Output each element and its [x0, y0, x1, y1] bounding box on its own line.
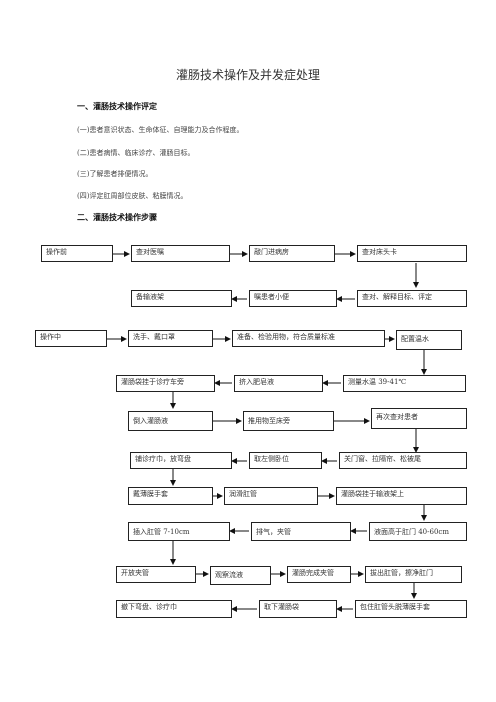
step-observe: 观察流液 — [210, 566, 271, 585]
step-prepare-items: 准备、检验用物，符合质量标准 — [232, 330, 385, 347]
step-knock-enter: 敲门进病房 — [249, 245, 335, 262]
assessment-item-4: (四)评定肛周部位皮肤、粘膜情况。 — [77, 192, 188, 200]
step-during-operation: 操作中 — [35, 330, 107, 347]
step-add-soap: 挤入肥皂液 — [234, 375, 323, 392]
step-close-window: 关门窗、拉隔帘、松被尾 — [339, 452, 467, 469]
step-wash-mask: 洗手、戴口罩 — [128, 330, 213, 347]
step-open-clamp: 开放夹管 — [116, 566, 196, 583]
step-pour-enema: 倒入灌肠液 — [128, 411, 213, 431]
section-heading-assessment: 一、灌肠技术操作评定 — [77, 101, 157, 111]
step-recheck: 再次查对患者 — [371, 408, 467, 429]
step-push-cart: 推用物至床旁 — [243, 411, 334, 431]
step-hang-bag: 灌肠袋挂于诊疗车旁 — [116, 375, 215, 392]
section-heading-steps: 二、灌肠技术操作步骤 — [77, 212, 157, 222]
step-left-position: 取左侧卧位 — [249, 452, 322, 469]
assessment-item-1: (一)患者意识状态、生命体征、自理能力及合作程度。 — [77, 126, 244, 134]
step-lubricate: 润滑肛管 — [224, 487, 318, 505]
page-title: 灌肠技术操作及并发症处理 — [175, 68, 320, 82]
step-exhaust: 排气，夹管 — [251, 522, 351, 541]
step-measure-temp: 测量水温 39-41℃ — [343, 375, 466, 392]
step-prepare-solution: 配置温水 — [396, 330, 462, 350]
step-wear-gloves: 戴薄膜手套 — [128, 487, 213, 505]
step-check-order: 查对医嘱 — [131, 245, 230, 262]
step-remove-tube: 拔出肛管，擦净肛门 — [365, 566, 462, 583]
step-finish-clamp: 灌肠完成夹管 — [287, 566, 351, 583]
step-remove-bag: 取下灌肠袋 — [259, 600, 337, 618]
step-lay-pad: 铺诊疗巾，放弯盘 — [130, 452, 232, 469]
step-wrap-gloves: 包住肛管头脱薄膜手套 — [355, 600, 467, 618]
step-remove-pad: 撤下弯盘、诊疗巾 — [116, 600, 232, 618]
assessment-item-2: (二)患者病情、临床诊疗、灌肠目标。 — [77, 149, 195, 157]
step-prepare-stand: 备输液架 — [131, 290, 232, 307]
step-check-explain: 查对、解释目标、评定 — [357, 290, 467, 307]
step-check-card: 查对床头卡 — [357, 245, 467, 262]
step-tell-patient: 嘱患者小便 — [249, 290, 337, 307]
step-height: 液面高于肛门 40-60cm — [369, 522, 467, 541]
step-hang-stand: 灌肠袋挂于输液架上 — [336, 487, 467, 505]
assessment-item-3: (三)了解患者排便情况。 — [77, 170, 153, 178]
step-pre-operation: 操作前 — [41, 245, 113, 262]
step-insert-tube: 插入肛管 7-10cm — [128, 522, 230, 541]
